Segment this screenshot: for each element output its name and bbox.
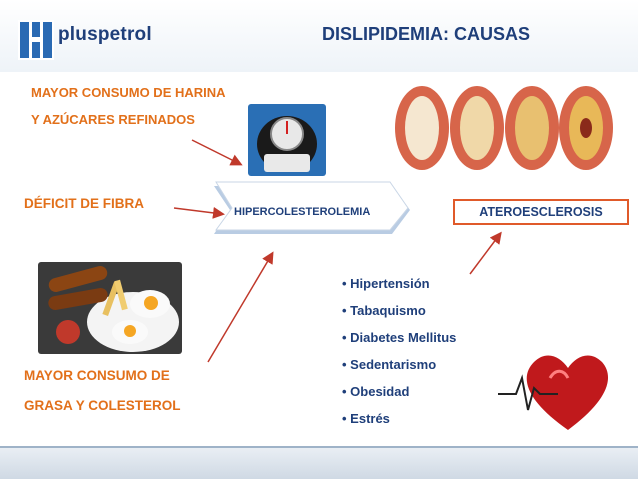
risk-item-hipertension: • Hipertensión bbox=[342, 276, 430, 291]
hipercolesterolemia-label: HIPERCOLESTEROLEMIA bbox=[234, 206, 371, 218]
artery-cross-section-icon bbox=[392, 78, 616, 186]
arrow-harina bbox=[191, 139, 243, 166]
logo-text: pluspetrol bbox=[58, 24, 152, 45]
footer-divider bbox=[0, 446, 638, 448]
label-harina-line2: Y AZÚCARES REFINADOS bbox=[31, 112, 195, 127]
risk-item-sedentarismo: • Sedentarismo bbox=[342, 357, 437, 372]
label-grasa-line2: GRASA Y COLESTEROL bbox=[24, 398, 181, 413]
label-harina-line1: MAYOR CONSUMO DE HARINA bbox=[31, 85, 226, 100]
pluspetrol-logo-icon bbox=[18, 20, 54, 60]
ateroesclerosis-box: ATEROESCLEROSIS bbox=[453, 199, 629, 225]
heart-ecg-icon bbox=[498, 338, 620, 440]
risk-item-estres: • Estrés bbox=[342, 411, 390, 426]
arrow-risk-factors bbox=[469, 231, 502, 275]
risk-item-diabetes: • Diabetes Mellitus bbox=[342, 330, 457, 345]
arrow-fibra bbox=[173, 206, 225, 219]
footer-bar bbox=[0, 448, 638, 479]
slide-title: DISLIPIDEMIA: CAUSAS bbox=[322, 24, 531, 44]
breakfast-plate-icon bbox=[38, 262, 182, 354]
risk-item-obesidad: • Obesidad bbox=[342, 384, 410, 399]
risk-factor-list: • Hipertensión • Tabaquismo • Diabetes M… bbox=[342, 276, 456, 438]
label-fibra: DÉFICIT DE FIBRA bbox=[24, 196, 144, 211]
header-bar bbox=[0, 0, 638, 72]
label-grasa-line1: MAYOR CONSUMO DE bbox=[24, 368, 170, 383]
risk-item-tabaquismo: • Tabaquismo bbox=[342, 303, 426, 318]
bathroom-scale-icon bbox=[248, 104, 326, 176]
arrow-grasa bbox=[207, 251, 274, 363]
hipercolesterolemia-arrow bbox=[214, 181, 410, 234]
